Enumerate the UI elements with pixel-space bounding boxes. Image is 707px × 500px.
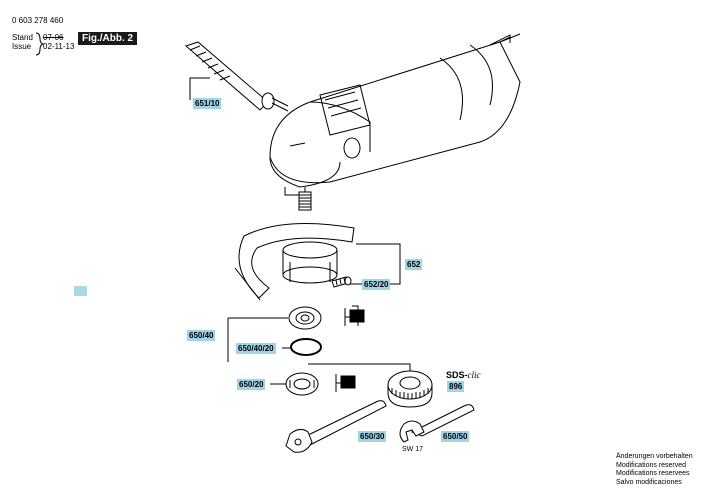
guard-part bbox=[234, 223, 355, 301]
note-en: Modifications reserved bbox=[616, 461, 687, 469]
guard-screw-part bbox=[331, 276, 352, 288]
issue-value: 02-11-13 bbox=[43, 42, 75, 51]
spanner-size-label: SW 17 bbox=[402, 446, 424, 453]
label-sds-nut: 896 bbox=[447, 381, 465, 392]
label-flange-set: 650/40 bbox=[187, 330, 216, 341]
doc-number: 0 603 278 460 bbox=[12, 16, 64, 25]
page-marker bbox=[74, 286, 87, 296]
flange-part bbox=[288, 306, 322, 330]
spindle-part bbox=[298, 191, 312, 211]
issue-label: Issue bbox=[12, 42, 32, 51]
handle-leader bbox=[189, 77, 210, 100]
clamp-nut-mount-icon bbox=[335, 374, 356, 392]
note-es: Salvo modificaciones bbox=[616, 478, 682, 486]
label-open-spanner: 650/50 bbox=[441, 431, 470, 442]
label-handle: 651/10 bbox=[193, 98, 222, 109]
modifications-notes: Änderungen vorbehalten Modifications res… bbox=[616, 453, 693, 487]
sds-leader bbox=[308, 363, 411, 372]
pin-spanner-part bbox=[285, 400, 387, 453]
label-pin-spanner: 650/30 bbox=[358, 431, 387, 442]
side-handle-part bbox=[185, 41, 289, 112]
sds-suffix-text: clic bbox=[467, 370, 481, 380]
flange-mount-icon bbox=[344, 305, 365, 326]
header-brace bbox=[35, 32, 45, 56]
sds-brand-text: SDS- bbox=[446, 370, 468, 380]
grinder-body-part bbox=[269, 33, 521, 196]
note-fr: Modifications reservees bbox=[616, 470, 690, 477]
clamp-nut-part bbox=[285, 372, 319, 396]
note-de: Änderungen vorbehalten bbox=[616, 453, 693, 460]
label-guard: 652 bbox=[405, 259, 423, 270]
figure-label: Fig./Abb. 2 bbox=[78, 32, 138, 45]
stand-value: 07-06 bbox=[43, 33, 64, 42]
flange-set-leader bbox=[227, 317, 288, 362]
label-clamp-nut: 650/20 bbox=[237, 379, 266, 390]
o-ring-part bbox=[290, 338, 322, 356]
label-o-ring: 650/40/20 bbox=[236, 343, 276, 354]
open-spanner-part bbox=[399, 404, 475, 443]
sds-nut-part bbox=[387, 370, 433, 408]
stand-label: Stand bbox=[12, 33, 33, 42]
sds-clic-brand: SDS-clic bbox=[446, 370, 481, 380]
label-guard-screw: 652/20 bbox=[362, 279, 391, 290]
